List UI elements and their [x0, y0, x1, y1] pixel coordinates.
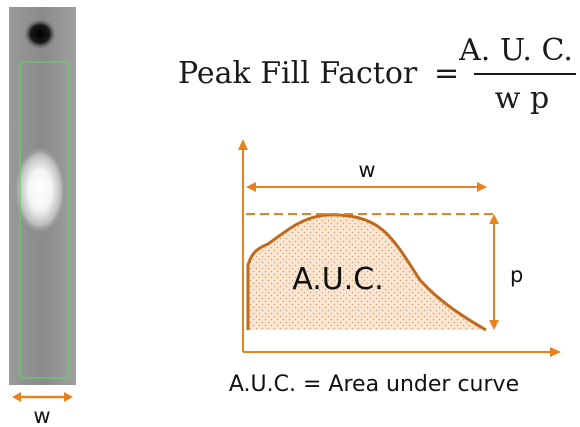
height-label: p — [510, 263, 523, 287]
diagram-caption: A.U.C. = Area under curve — [229, 372, 519, 397]
auc-label: A.U.C. — [292, 262, 384, 297]
auc-area — [248, 214, 486, 330]
height-arrow — [489, 214, 499, 330]
formula: Peak Fill Factor = A. U. C. w p — [178, 33, 576, 116]
formula-denominator: w p — [495, 81, 549, 116]
formula-numerator: A. U. C. — [458, 33, 573, 68]
axes — [238, 139, 561, 357]
width-label: w — [358, 158, 375, 182]
dark-spot — [24, 19, 56, 49]
strip-width-label: w — [33, 404, 50, 427]
x-axis-arrowhead — [550, 347, 561, 357]
y-axis-arrowhead — [238, 139, 248, 150]
peak-curve — [246, 213, 487, 332]
bright-peak — [14, 146, 66, 234]
formula-equals: = — [434, 56, 459, 91]
width-arrow — [246, 182, 487, 192]
strip-width-arrow — [12, 392, 73, 402]
formula-lhs: Peak Fill Factor — [178, 56, 418, 91]
auc-diagram: w p A.U.C. A.U.C. = Area under curve — [229, 139, 561, 397]
roi-box — [19, 61, 69, 379]
microscopy-image — [9, 7, 76, 385]
